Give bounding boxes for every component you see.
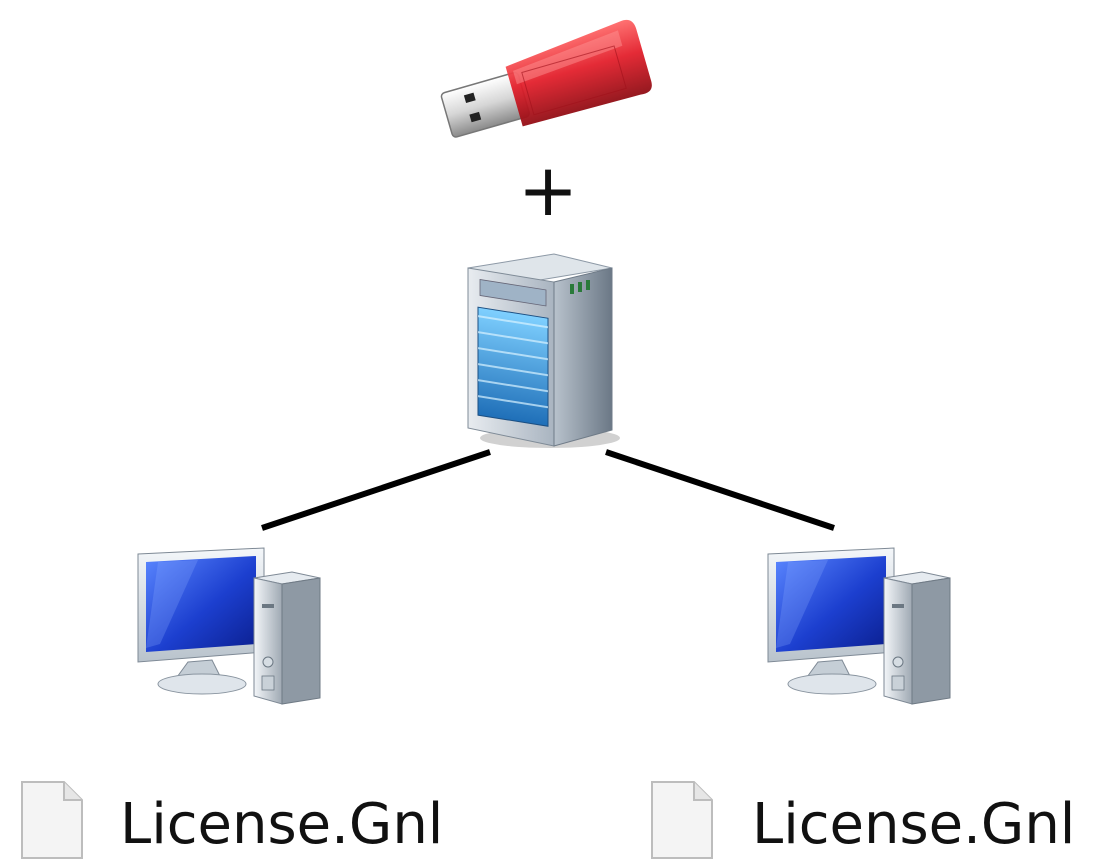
file-label-left: License.Gnl xyxy=(120,792,444,857)
client-computer-left xyxy=(132,544,324,706)
connection-line-left xyxy=(261,449,491,531)
client-computer-right xyxy=(762,544,954,706)
plus-sign: + xyxy=(517,148,579,232)
connection-line-right xyxy=(605,449,835,531)
server-tower-icon xyxy=(458,250,628,452)
file-label-right: License.Gnl xyxy=(752,792,1076,857)
usb-dongle-icon xyxy=(432,6,660,148)
desktop-computer-icon xyxy=(137,547,321,705)
document-icon xyxy=(650,780,714,860)
desktop-computer-icon xyxy=(767,547,951,705)
document-icon xyxy=(20,780,84,860)
